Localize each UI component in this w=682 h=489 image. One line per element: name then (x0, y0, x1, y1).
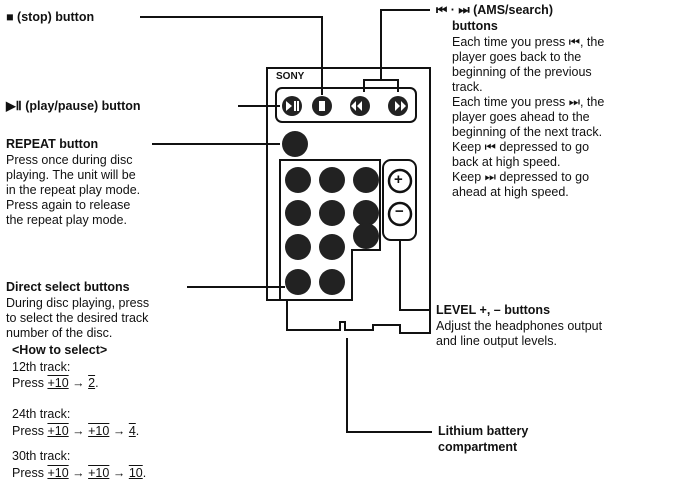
example-24: Press +10 → +10 → 4. (12, 424, 140, 438)
direct-select-group (279, 159, 381, 301)
example-30-title: 30th track: (12, 449, 71, 463)
repeat-button-shape (282, 131, 308, 157)
remote-brand: SONY (276, 71, 305, 82)
howto-title: <How to select> (12, 343, 108, 357)
leader-stop (140, 16, 323, 95)
stop-label: ■ (stop) button (6, 10, 95, 24)
leader-level (399, 240, 430, 311)
level-minus-label: − (395, 203, 404, 220)
example-12-title: 12th track: (12, 360, 71, 374)
example-12: Press +10 → 2. (12, 376, 99, 390)
leader-battery (346, 338, 432, 433)
battery-title2: compartment (438, 440, 518, 454)
ams-title2: buttons (452, 19, 498, 33)
stop-icon: ■ (6, 10, 14, 24)
battery-title: Lithium battery (438, 424, 529, 438)
direct-title: Direct select buttons (6, 280, 130, 294)
play-pause-icon: ▶Ⅱ (6, 99, 22, 113)
example-30: Press +10 → +10 → 10. (12, 466, 147, 480)
level-plus-shape (387, 168, 413, 194)
level-title: LEVEL +, – buttons (436, 303, 551, 317)
play-label: ▶Ⅱ (play/pause) button (6, 99, 141, 113)
repeat-title: REPEAT button (6, 137, 99, 151)
remote-body (266, 67, 431, 334)
level-description: Adjust the headphones output and line ou… (436, 319, 603, 348)
ams-description: Each time you press ⏮, the player goes b… (452, 35, 605, 199)
ams-title: ⏮ · ⏭ (AMS/search) (436, 3, 553, 17)
example-24-title: 24th track: (12, 407, 71, 421)
ams-icon: ⏮ · ⏭ (436, 3, 470, 17)
direct-description: During disc playing, press to select the… (6, 296, 150, 340)
level-minus-shape (387, 201, 413, 227)
leader-ams (380, 9, 430, 80)
level-plus-label: + (394, 171, 403, 188)
keypad-buttons (285, 167, 379, 295)
repeat-description: Press once during disc playing. The unit… (6, 153, 141, 227)
